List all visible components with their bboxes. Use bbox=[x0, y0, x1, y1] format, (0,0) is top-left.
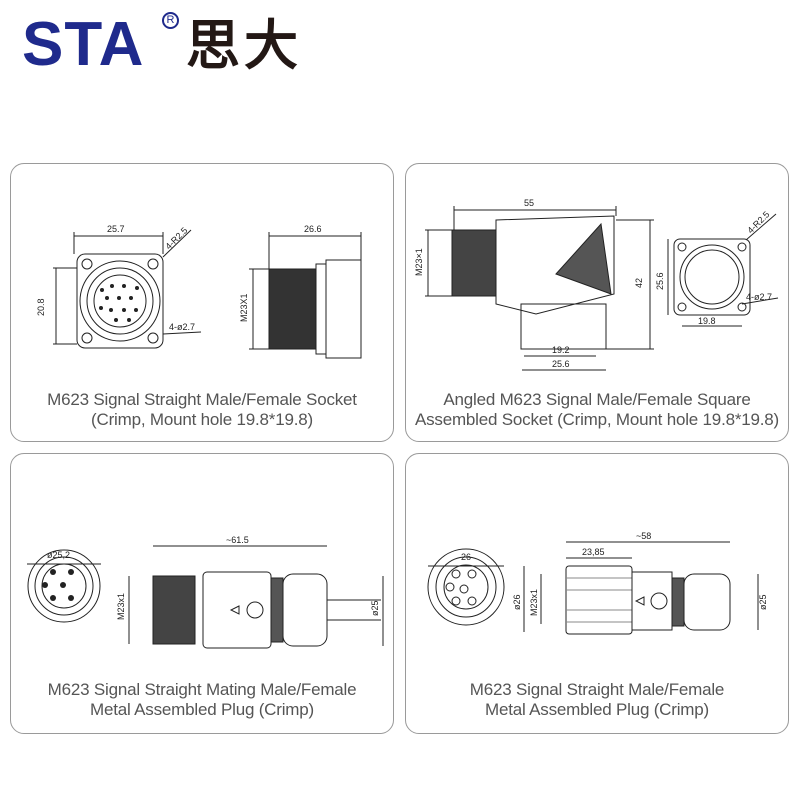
caption-line2: Metal Assembled Plug (Crimp) bbox=[90, 700, 314, 719]
dim-diameter: ø25,2 bbox=[47, 550, 70, 560]
dim-flange-height: 25.6 bbox=[655, 272, 665, 290]
dim-flange-width: 25.6 bbox=[552, 359, 570, 369]
product-card-mating-plug: ø25,2 ~61.5 M23x1 ø25 M623 Signal Straig… bbox=[10, 453, 394, 734]
caption-block: M623 Signal Straight Male/Female Metal A… bbox=[406, 680, 788, 720]
dim-height: 42 bbox=[634, 278, 644, 288]
dim-thread: M23x1 bbox=[116, 593, 126, 620]
dim-hole-pitch: 19.8 bbox=[698, 316, 716, 326]
cable-gland bbox=[683, 573, 731, 631]
drawing-straight-socket: 25.7 20.8 4-R2.5 4-ø2.7 26.6 M23X1 bbox=[36, 224, 362, 359]
dim-cable-dia: ø25 bbox=[370, 600, 380, 616]
plug-face bbox=[27, 549, 101, 623]
product-card-angled-socket: 55 M23×1 42 19.2 25.6 25.6 19.8 4-R2.5 4… bbox=[405, 163, 789, 442]
plug-face bbox=[427, 548, 505, 626]
dim-hole: 4-ø2.7 bbox=[169, 322, 195, 332]
dim-nut-length: 23,85 bbox=[582, 547, 605, 557]
caption-line2: Assembled Socket (Crimp, Mount hole 19.8… bbox=[414, 410, 780, 429]
caption-block: M623 Signal Straight Male/Female Socket … bbox=[11, 390, 393, 430]
logo-latin: STA bbox=[22, 10, 145, 79]
coupling-nut bbox=[565, 565, 633, 635]
caption-line2: (Crimp, Mount hole 19.8*19.8) bbox=[91, 410, 313, 429]
product-card-straight-socket: 25.7 20.8 4-R2.5 4-ø2.7 26.6 M23X1 M623 … bbox=[10, 163, 394, 442]
connector-face bbox=[79, 260, 161, 342]
dim-diameter: 26 bbox=[461, 552, 471, 562]
dim-thread: M23x1 bbox=[529, 589, 539, 616]
thread-body bbox=[268, 268, 317, 350]
logo-chinese: 思大 bbox=[186, 14, 302, 77]
dim-width: 25.7 bbox=[107, 224, 125, 234]
thread-body bbox=[451, 229, 497, 297]
caption-line2: Metal Assembled Plug (Crimp) bbox=[485, 700, 709, 719]
caption-line1: M623 Signal Straight Male/Female bbox=[469, 680, 725, 699]
dim-length: ~61.5 bbox=[226, 535, 249, 545]
drawing-straight-plug: 26 ø26 M23x1 ~58 23,85 ø25 bbox=[427, 531, 768, 635]
dim-thread: M23X1 bbox=[239, 293, 249, 322]
caption-line1: M623 Signal Straight Mating Male/Female bbox=[47, 680, 357, 699]
product-card-straight-plug: 26 ø26 M23x1 ~58 23,85 ø25 M623 Signal S… bbox=[405, 453, 789, 734]
dim-length: 55 bbox=[524, 198, 534, 208]
dim-thread: M23×1 bbox=[414, 248, 424, 276]
coupling-nut bbox=[152, 575, 196, 645]
registered-mark: R bbox=[162, 12, 179, 29]
cable-gland bbox=[282, 573, 328, 647]
caption-line1: M623 Signal Straight Male/Female Socket bbox=[47, 390, 357, 409]
drawing-mating-plug: ø25,2 ~61.5 M23x1 ø25 bbox=[27, 535, 384, 649]
plug-body bbox=[202, 571, 272, 649]
dim-cable-dia: ø25 bbox=[758, 594, 768, 610]
dim-outer-dia: ø26 bbox=[512, 594, 522, 610]
dim-radius: 4-R2.5 bbox=[745, 209, 771, 235]
brand-logo: STA R 思大 bbox=[22, 10, 342, 79]
caption-block: M623 Signal Straight Mating Male/Female … bbox=[11, 680, 393, 720]
caption-line1: Angled M623 Signal Male/Female Square bbox=[443, 390, 751, 409]
dim-length: ~58 bbox=[636, 531, 651, 541]
flange-front bbox=[673, 238, 751, 316]
plug-body bbox=[631, 571, 673, 631]
dim-inner: 19.2 bbox=[552, 345, 570, 355]
dim-hole: 4-ø2.7 bbox=[746, 292, 772, 302]
dim-length: 26.6 bbox=[304, 224, 322, 234]
pin-array bbox=[99, 284, 139, 322]
dim-height: 20.8 bbox=[36, 298, 46, 316]
dim-radius: 4-R2.5 bbox=[163, 225, 189, 251]
drawing-angled-socket: 55 M23×1 42 19.2 25.6 25.6 19.8 4-R2.5 4… bbox=[414, 198, 779, 371]
caption-block: Angled M623 Signal Male/Female Square As… bbox=[406, 390, 788, 430]
flange-outline bbox=[76, 253, 164, 349]
